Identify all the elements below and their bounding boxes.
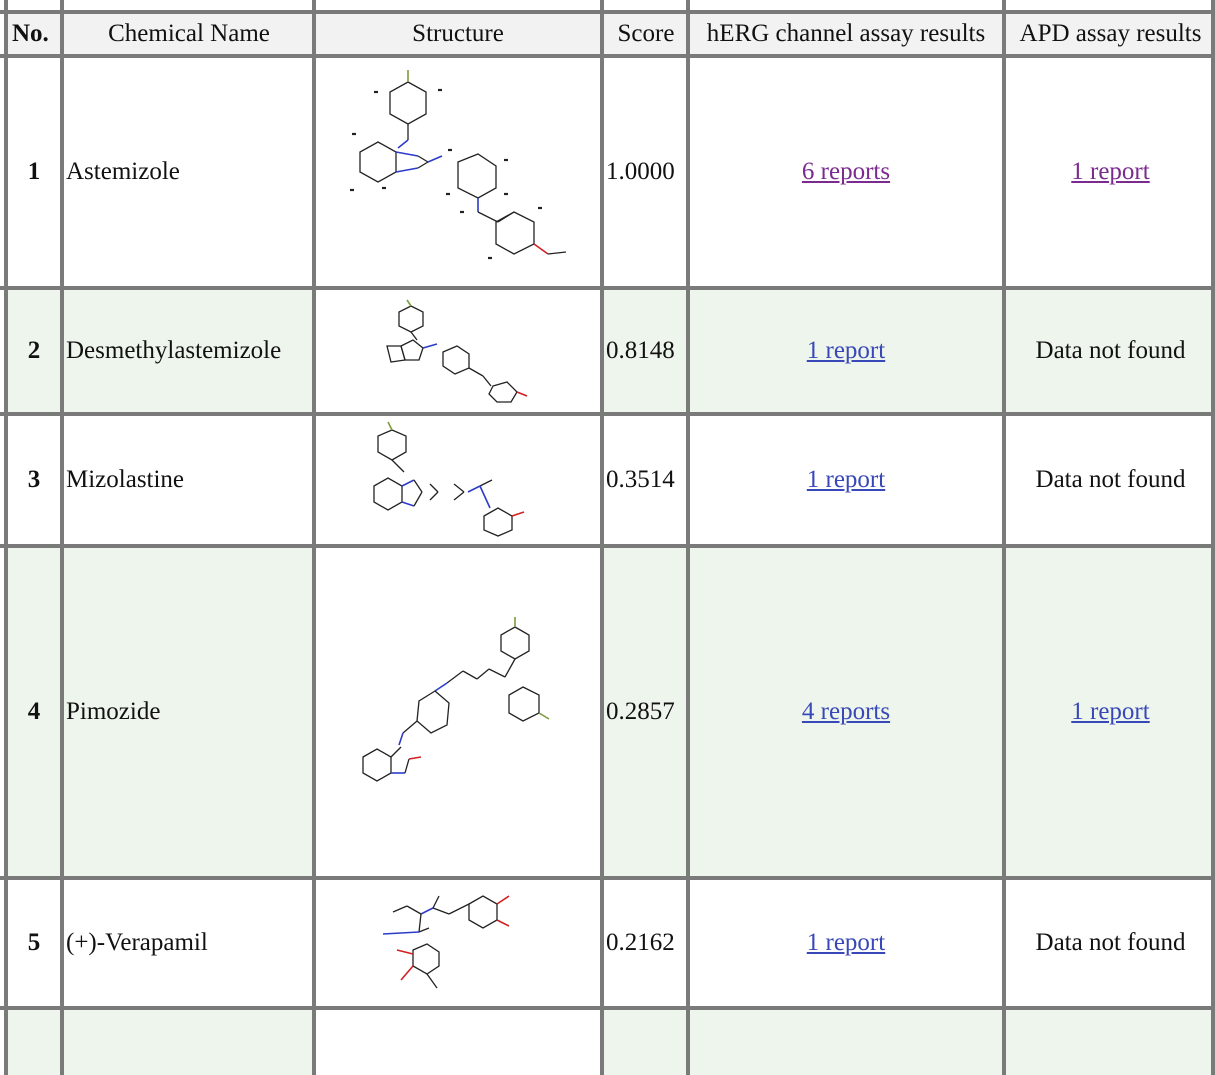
row-number: 2	[8, 290, 60, 412]
header-herg: hERG channel assay results	[690, 14, 1002, 54]
herg-results-cell: 4 reports	[690, 548, 1002, 876]
apd-results-cell: 1 report	[1006, 58, 1215, 286]
herg-results-cell: 6 reports	[690, 58, 1002, 286]
herg-results-cell: 1 report	[690, 880, 1002, 1006]
score: 0.8148	[604, 290, 686, 412]
row-number: 1	[8, 58, 60, 286]
herg-reports-link[interactable]: 1 report	[806, 929, 886, 956]
herg-reports-link[interactable]: 4 reports	[801, 698, 891, 725]
grid-line	[0, 544, 1215, 548]
apd-results-cell: 1 report	[1006, 548, 1215, 876]
table-row: 4 Pimozide	[0, 548, 1215, 876]
chemical-name: Mizolastine	[64, 416, 312, 544]
grid-line	[600, 0, 604, 1075]
herg-empty	[690, 1010, 1002, 1075]
score: 0.2162	[604, 880, 686, 1006]
desmethylastemizole-structure-icon	[316, 290, 600, 412]
header-no: No.	[8, 14, 60, 54]
grid-line	[1002, 0, 1006, 1075]
table-row: 3 Mizolastine 0	[0, 416, 1215, 544]
astemizole-structure-icon	[316, 58, 600, 286]
table-row: 2 Desmethylastemizole 0.8148 1 report Da…	[0, 290, 1215, 412]
row-number: 4	[8, 548, 60, 876]
header-score: Score	[604, 14, 686, 54]
header-chemical-name: Chemical Name	[64, 14, 312, 54]
grid-line	[0, 286, 1215, 290]
chemical-name: Astemizole	[64, 58, 312, 286]
herg-reports-link[interactable]: 1 report	[806, 466, 886, 493]
grid-line	[0, 10, 1215, 14]
apd-results-text: Data not found	[1006, 290, 1215, 412]
chemical-name: (+)-Verapamil	[64, 880, 312, 1006]
grid-line	[686, 0, 690, 1075]
structure-empty	[316, 1010, 600, 1075]
chemical-name-empty	[64, 1010, 312, 1075]
verapamil-structure-icon	[316, 880, 600, 1006]
herg-reports-link[interactable]: 6 reports	[801, 158, 891, 185]
row-number: 3	[8, 416, 60, 544]
herg-reports-link[interactable]: 1 report	[806, 337, 886, 364]
table-header-row: No. Chemical Name Structure Score hERG c…	[0, 14, 1215, 54]
score: 0.3514	[604, 416, 686, 544]
mizolastine-structure-icon	[316, 416, 600, 544]
table-row	[0, 1010, 1215, 1075]
header-structure: Structure	[316, 14, 600, 54]
grid-line	[0, 1006, 1215, 1010]
chemical-name: Pimozide	[64, 548, 312, 876]
table-row: 5 (+)-Verapamil 0.2162	[0, 880, 1215, 1006]
header-apd: APD assay results	[1006, 14, 1215, 54]
chemical-name: Desmethylastemizole	[64, 290, 312, 412]
grid-line	[4, 0, 8, 1075]
row-number-empty	[8, 1010, 60, 1075]
row-number: 5	[8, 880, 60, 1006]
herg-results-cell: 1 report	[690, 416, 1002, 544]
apd-reports-link[interactable]: 1 report	[1071, 698, 1150, 725]
pimozide-structure-icon	[316, 548, 600, 876]
apd-results-text: Data not found	[1006, 880, 1215, 1006]
apd-empty	[1006, 1010, 1215, 1075]
herg-results-cell: 1 report	[690, 290, 1002, 412]
apd-reports-link[interactable]: 1 report	[1071, 158, 1150, 185]
score-empty	[604, 1010, 686, 1075]
grid-line	[312, 0, 316, 1075]
score: 0.2857	[604, 548, 686, 876]
grid-line	[60, 0, 64, 1075]
grid-line	[0, 54, 1215, 58]
grid-line	[0, 876, 1215, 880]
apd-results-text: Data not found	[1006, 416, 1215, 544]
grid-line	[1211, 0, 1215, 1075]
table-row: 1 Astemizole	[0, 58, 1215, 286]
score: 1.0000	[604, 58, 686, 286]
grid-line	[0, 412, 1215, 416]
